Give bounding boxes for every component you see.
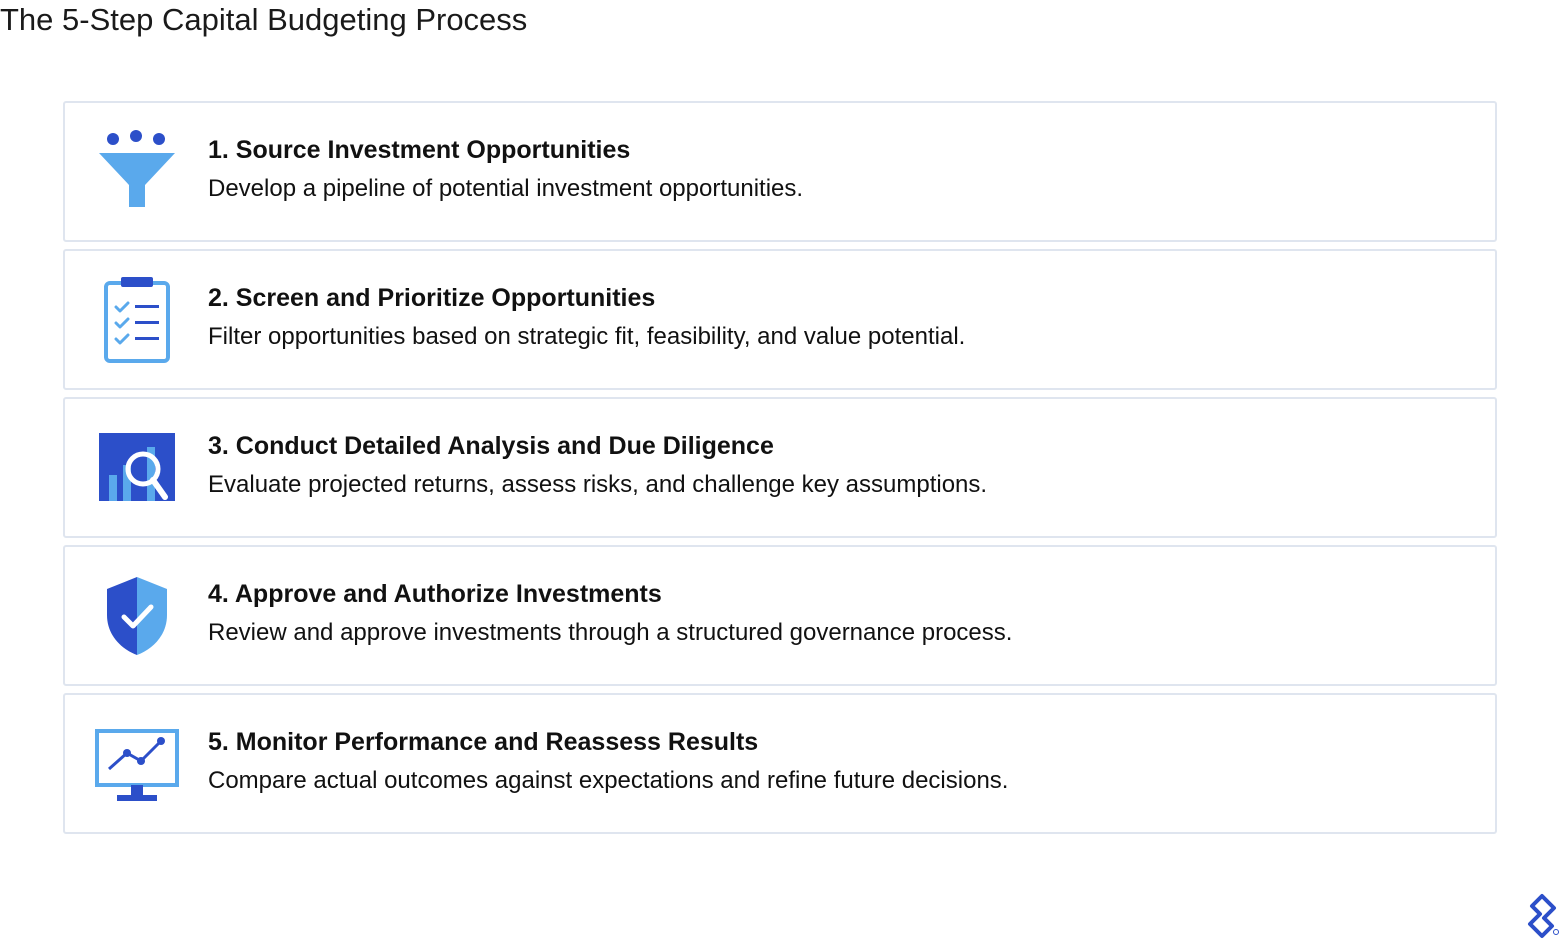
step-text-2: 2. Screen and Prioritize Opportunities F… (208, 281, 1475, 353)
step-text-4: 4. Approve and Authorize Investments Rev… (208, 577, 1475, 649)
step-description: Review and approve investments through a… (208, 619, 1013, 646)
step-text-1: 1. Source Investment Opportunities Devel… (208, 133, 1475, 205)
step-card-5: 5. Monitor Performance and Reassess Resu… (63, 693, 1497, 834)
step-card-3: 3. Conduct Detailed Analysis and Due Dil… (63, 397, 1497, 538)
clipboard-checklist-icon (95, 275, 179, 363)
step-title: 5. Monitor Performance and Reassess Resu… (208, 728, 759, 756)
steps-list: 1. Source Investment Opportunities Devel… (63, 101, 1497, 841)
step-description: Evaluate projected returns, assess risks… (208, 471, 988, 498)
step-title: 2. Screen and Prioritize Opportunities (208, 284, 656, 312)
step-title: 3. Conduct Detailed Analysis and Due Dil… (208, 432, 774, 460)
step-card-2: 2. Screen and Prioritize Opportunities F… (63, 249, 1497, 390)
step-description: Filter opportunities based on strategic … (208, 323, 966, 350)
page-title: The 5-Step Capital Budgeting Process (0, 2, 528, 37)
step-title: 1. Source Investment Opportunities (208, 136, 631, 164)
step-card-4: 4. Approve and Authorize Investments Rev… (63, 545, 1497, 686)
chart-magnifier-icon (95, 423, 179, 511)
step-title: 4. Approve and Authorize Investments (208, 580, 662, 608)
funnel-icon (95, 127, 179, 215)
step-text-5: 5. Monitor Performance and Reassess Resu… (208, 725, 1475, 797)
step-description: Develop a pipeline of potential investme… (208, 175, 804, 202)
brand-logo-icon (1524, 892, 1560, 940)
monitor-trend-icon (95, 719, 179, 807)
step-card-1: 1. Source Investment Opportunities Devel… (63, 101, 1497, 242)
shield-check-icon (95, 571, 179, 659)
step-text-3: 3. Conduct Detailed Analysis and Due Dil… (208, 429, 1475, 501)
step-description: Compare actual outcomes against expectat… (208, 767, 1009, 794)
